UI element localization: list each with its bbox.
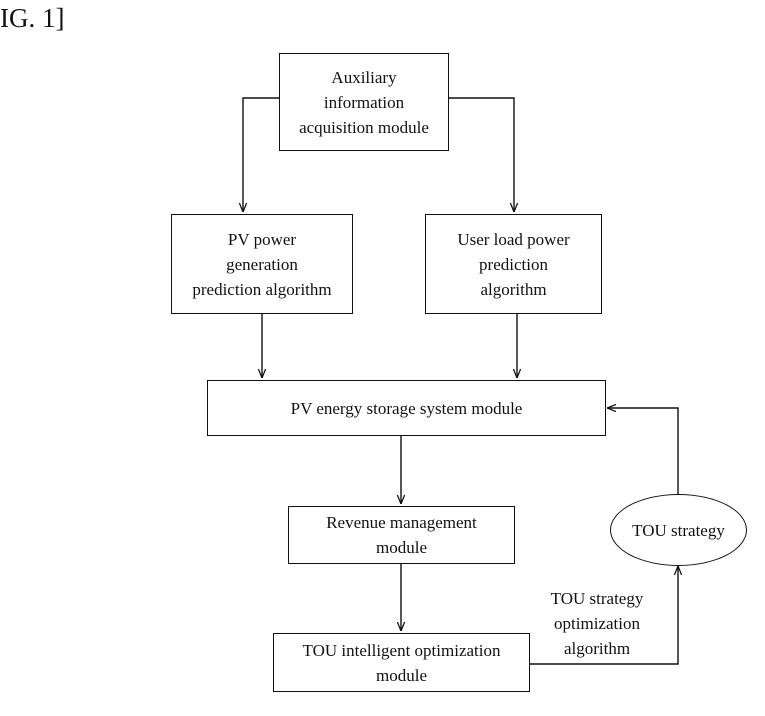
node-text-line: User load power bbox=[457, 227, 569, 252]
node-text-line: module bbox=[376, 663, 427, 688]
node-text-line: PV power bbox=[228, 227, 296, 252]
tou-strategy-ellipse: TOU strategy bbox=[610, 494, 747, 566]
edge-label-line: optimization bbox=[536, 611, 658, 636]
storage-system-box: PV energy storage system module bbox=[207, 380, 606, 436]
arrow-auxiliary-to-pv-prediction bbox=[243, 98, 279, 212]
arrow-tou-strategy-to-storage bbox=[607, 408, 678, 494]
node-text-line: TOU strategy bbox=[632, 518, 725, 543]
node-text-line: acquisition module bbox=[299, 115, 429, 140]
node-text-line: prediction algorithm bbox=[192, 277, 331, 302]
optimization-algorithm-label: TOU strategy optimization algorithm bbox=[536, 586, 658, 661]
pv-prediction-box: PV power generation prediction algorithm bbox=[171, 214, 353, 314]
edge-label-line: TOU strategy bbox=[536, 586, 658, 611]
auxiliary-info-module-box: Auxiliary information acquisition module bbox=[279, 53, 449, 151]
revenue-management-box: Revenue management module bbox=[288, 506, 515, 564]
node-text-line: TOU intelligent optimization bbox=[303, 638, 501, 663]
node-text-line: information bbox=[324, 90, 404, 115]
node-text-line: prediction bbox=[479, 252, 548, 277]
edge-label-line: algorithm bbox=[536, 636, 658, 661]
arrow-auxiliary-to-load-prediction bbox=[449, 98, 514, 212]
tou-optimization-box: TOU intelligent optimization module bbox=[273, 633, 530, 692]
node-text-line: generation bbox=[226, 252, 298, 277]
figure-caption: IG. 1] bbox=[0, 2, 64, 34]
node-text-line: PV energy storage system module bbox=[291, 396, 523, 421]
node-text-line: Auxiliary bbox=[331, 65, 396, 90]
node-text-line: algorithm bbox=[480, 277, 546, 302]
load-prediction-box: User load power prediction algorithm bbox=[425, 214, 602, 314]
node-text-line: Revenue management bbox=[326, 510, 477, 535]
node-text-line: module bbox=[376, 535, 427, 560]
